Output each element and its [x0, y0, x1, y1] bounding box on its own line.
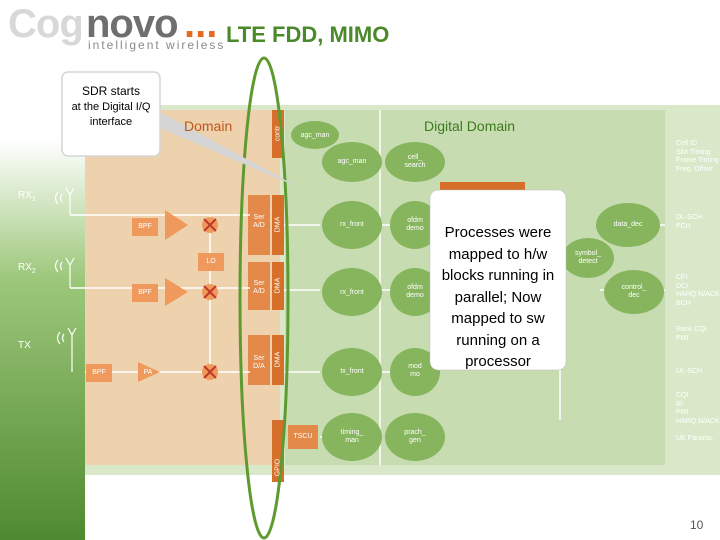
ser-ad-block-1	[248, 195, 270, 255]
pa-triangle	[138, 362, 160, 382]
output-text: Cell ID	[676, 140, 698, 147]
analog-domain-label: Domain	[184, 118, 233, 134]
ofdm-mod-label: mod mo	[408, 363, 422, 378]
ser-da-block	[248, 335, 270, 385]
logo: Cog novo ... intelligent wireless	[8, 2, 228, 52]
sdr-callout-pointer	[160, 112, 300, 188]
output-text: DCI	[676, 282, 689, 290]
digital-interface-ellipse	[238, 56, 290, 540]
bpf-label-2: BPF	[138, 289, 152, 296]
cell-search-label: cell_ search	[404, 154, 426, 169]
output-text: PMI	[676, 334, 689, 342]
output-rank: Rank CQI PMI	[676, 326, 720, 343]
control-dec-label: control_ dec	[621, 284, 647, 299]
digital-domain-label: Digital Domain	[424, 118, 516, 134]
left-gradient-strip	[0, 140, 85, 540]
agc-man-top-label: agc_man	[300, 132, 330, 139]
ser-da-label: Ser D/A	[253, 355, 265, 370]
output-text: HARQ N/ACK	[676, 417, 720, 425]
output-cfi: CFI DCI HARQ N/ACK BCH	[676, 274, 720, 308]
output-text: Rank CQI	[676, 326, 707, 333]
agc-man-label: agc_man	[337, 158, 367, 165]
rx1-label: RX1	[18, 190, 36, 203]
gpio-label: GPIO	[274, 458, 282, 477]
logo-word-novo: novo	[86, 2, 179, 46]
page-title: LTE FDD, MIMO	[226, 22, 390, 47]
lo-label: LO	[206, 258, 216, 265]
dma-bar-3	[272, 335, 284, 385]
bpf-block-2	[132, 284, 158, 302]
output-cqi: CQI RI PMI HARQ N/ACK	[676, 392, 720, 426]
lo-block	[198, 253, 224, 271]
rx-front-label-2: rx_front	[340, 289, 364, 296]
digital-blocks	[291, 121, 664, 461]
output-ue: UE Params.	[676, 435, 720, 444]
dma-label-1: DMA	[274, 216, 282, 233]
output-text: PMI	[676, 409, 689, 416]
symbol-detect-label: symbol_ detect	[574, 250, 602, 265]
tx-label: TX	[18, 340, 31, 351]
data-dec-label: data_dec	[613, 221, 643, 228]
logo-word-cog: Cog	[8, 2, 84, 46]
output-cell-info: Cell ID Slot Timing Frame Timing Freq. O…	[676, 140, 720, 174]
bpf-label-1: BPF	[138, 223, 152, 230]
output-text: Slot Timing	[676, 148, 711, 156]
output-text: HARQ N/ACK	[676, 291, 720, 298]
page-number: 10	[690, 518, 704, 532]
pa-label: PA	[143, 369, 153, 376]
ofdm-demod-label-1: ofdm demo	[406, 217, 424, 232]
output-text: BCH	[676, 299, 691, 307]
processes-callout-box	[429, 189, 567, 371]
tscu-label: TSCU	[293, 433, 313, 440]
sdr-callout-body: at the Digital I/Q interface	[71, 101, 151, 128]
processes-callout-text: Processes were mapped to h/w blocks runn…	[441, 224, 555, 370]
output-text: RI	[676, 400, 683, 408]
logo-dots: ...	[184, 2, 218, 46]
output-text: Frame Timing	[676, 157, 719, 164]
sdr-callout-box	[61, 71, 161, 157]
rx-front-label-1: rx_front	[340, 221, 364, 228]
ser-ad-label-1: Ser A/D	[253, 214, 265, 229]
output-text: UL-SCH	[676, 368, 703, 375]
bpf-block-1	[132, 218, 158, 236]
bpf-label-3: BPF	[92, 369, 106, 376]
contr-label: contr	[274, 125, 282, 142]
output-text: PCH	[676, 222, 691, 230]
ofdm-demod-label-2: ofdm demo	[406, 284, 424, 299]
mixer-icons	[202, 217, 218, 380]
logo-tagline: intelligent wireless	[88, 38, 226, 52]
output-text: UE Params.	[676, 435, 714, 442]
sdr-callout-title: SDR starts	[81, 84, 140, 98]
output-text: CFI	[676, 274, 688, 281]
lna-triangle-2	[165, 278, 188, 306]
output-ul-sch: UL-SCH	[676, 368, 720, 377]
dma-bar-1	[272, 195, 284, 255]
tx-front-label: tx_front	[340, 368, 364, 375]
prach-gen-label: prach_ gen	[404, 429, 426, 444]
output-text: Freq. Offset	[676, 165, 713, 173]
antenna-icons	[54, 187, 77, 372]
output-text: DL-SCH	[676, 214, 703, 221]
bpf-block-3	[86, 364, 112, 382]
tscu-block	[288, 425, 318, 449]
ser-ad-block-2	[248, 262, 270, 310]
output-dl-sch: DL-SCH PCH	[676, 214, 720, 231]
lna-triangle-1	[165, 210, 188, 240]
output-text: CQI	[676, 392, 689, 399]
timing-man-label: timing_ man	[340, 429, 364, 444]
dma-bar-2	[272, 262, 284, 310]
dma-label-3: DMA	[274, 351, 282, 368]
dma-label-2: DMA	[274, 277, 282, 294]
ser-ad-label-2: Ser A/D	[253, 280, 265, 295]
rx2-label: RX2	[18, 262, 36, 275]
